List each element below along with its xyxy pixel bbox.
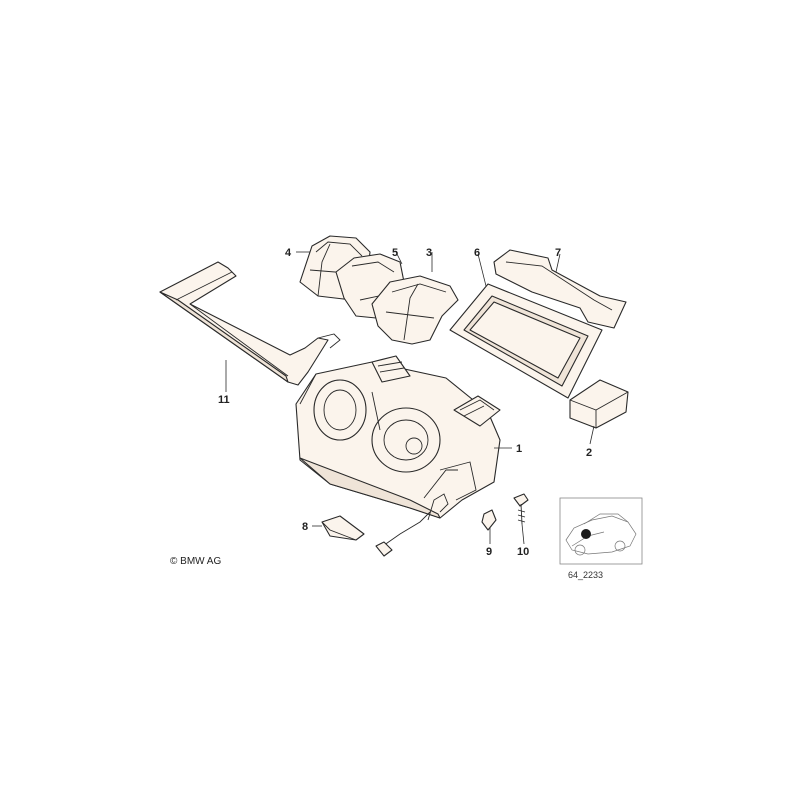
callout-5: 5 [392,247,398,259]
part-8-clip[interactable] [321,515,365,541]
location-marker-icon [581,529,591,539]
callout-2: 2 [586,447,592,459]
callout-4: 4 [285,247,292,259]
copyright-text: © BMW AG [170,556,221,567]
part-7-seal[interactable] [493,249,627,329]
callout-11: 11 [218,394,230,406]
car-location-inset [559,497,643,565]
reference-code: 64_2233 [568,570,603,580]
part-3-blower-housing-half[interactable] [371,275,459,345]
callout-1: 1 [516,443,522,455]
leader-lines [225,251,595,545]
callout-7: 7 [555,247,561,259]
part-11-air-duct[interactable] [159,261,341,386]
part-2-control-module[interactable] [569,379,629,429]
callout-3: 3 [426,247,432,259]
callout-6: 6 [474,247,480,259]
callout-8: 8 [302,521,308,533]
part-1-blower-assembly[interactable] [295,355,501,557]
part-10-screw[interactable] [513,493,529,525]
callout-9: 9 [486,546,492,558]
callout-10: 10 [517,546,529,558]
part-9-bracket[interactable] [481,509,497,531]
part-6-gasket-frame[interactable] [449,283,603,399]
